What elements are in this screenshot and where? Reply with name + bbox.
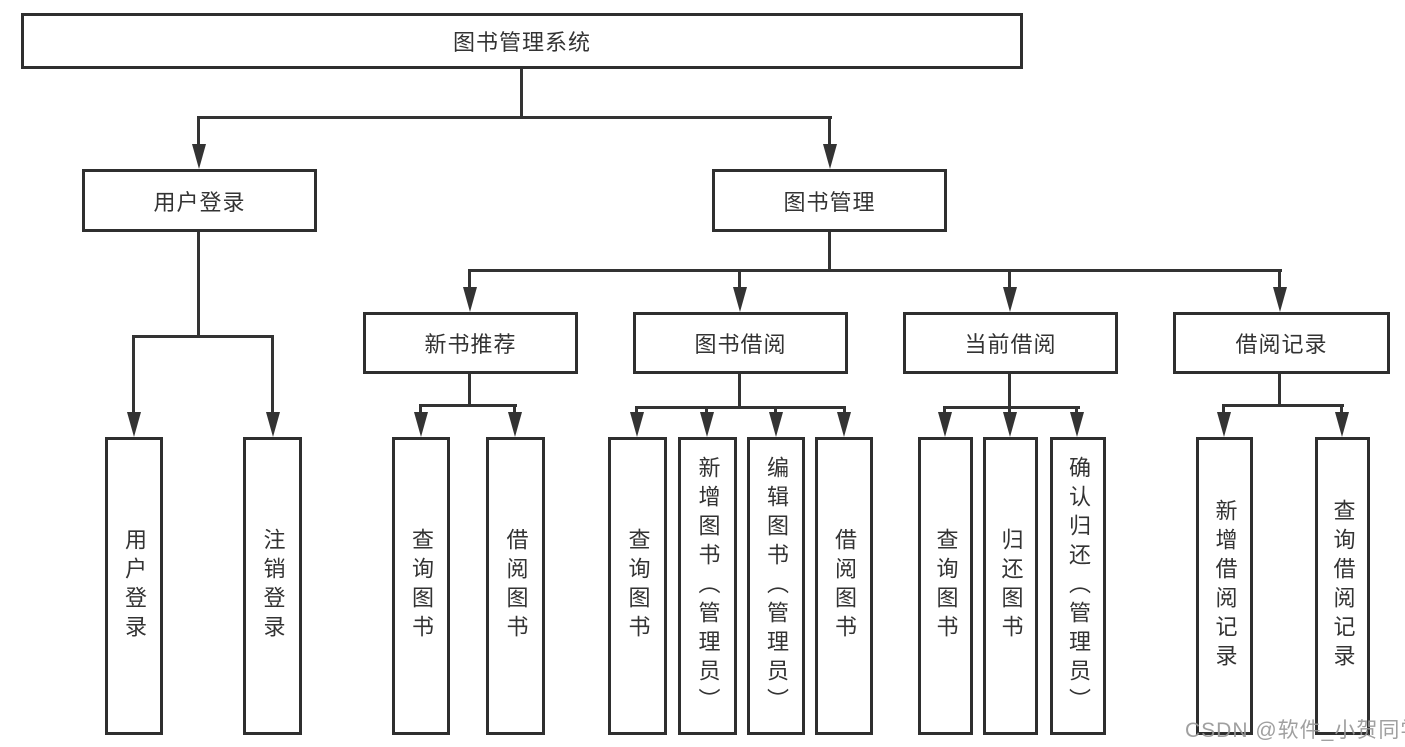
arrow-down-icon <box>733 287 747 312</box>
connector-line <box>197 116 200 147</box>
leaf-bb-borrow-books: 借阅图书 <box>815 437 873 735</box>
arrow-down-icon <box>266 412 280 437</box>
leaf-label: 查询图书 <box>933 528 959 644</box>
connector-line <box>1222 404 1344 407</box>
connector-line <box>468 269 471 289</box>
connector-line <box>828 232 831 272</box>
arrow-down-icon <box>463 287 477 312</box>
leaf-br-add-record: 新增借阅记录 <box>1196 437 1253 735</box>
connector-line <box>520 69 523 118</box>
leaf-label: 查询图书 <box>625 528 651 644</box>
connector-line <box>197 116 832 119</box>
connector-line <box>1075 406 1078 414</box>
leaf-label: 新增借阅记录 <box>1212 499 1238 673</box>
connector-line <box>1008 269 1011 289</box>
arrow-down-icon <box>837 412 851 437</box>
leaf-cb-return-books: 归还图书 <box>983 437 1038 735</box>
leaf-label: 用户登录 <box>122 528 147 644</box>
node-book-management: 图书管理 <box>712 169 947 232</box>
node-current-borrowing: 当前借阅 <box>903 312 1118 374</box>
arrow-down-icon <box>1335 412 1349 437</box>
arrow-down-icon <box>127 412 141 437</box>
leaf-nbr-query-books: 查询图书 <box>392 437 450 735</box>
arrow-down-icon <box>769 412 783 437</box>
leaf-logout: 注销登录 <box>243 437 302 735</box>
arrow-down-icon <box>1273 287 1287 312</box>
connector-line <box>828 116 831 147</box>
connector-line <box>943 406 1080 409</box>
connector-line <box>705 406 708 414</box>
connector-line <box>774 406 777 414</box>
leaf-user-login: 用户登录 <box>105 437 163 735</box>
connector-line <box>468 374 471 406</box>
connector-line <box>513 404 516 414</box>
leaf-label: 编辑图书（管理员） <box>764 455 789 717</box>
arrow-down-icon <box>1003 412 1017 437</box>
arrow-down-icon <box>1003 287 1017 312</box>
connector-line <box>419 404 422 414</box>
connector-line <box>1340 404 1343 414</box>
leaf-label: 归还图书 <box>998 528 1024 644</box>
connector-line <box>1008 406 1011 414</box>
leaf-bb-query-books: 查询图书 <box>608 437 667 735</box>
leaf-nbr-borrow-books: 借阅图书 <box>486 437 545 735</box>
arrow-down-icon <box>1217 412 1231 437</box>
arrow-down-icon <box>1070 412 1084 437</box>
arrow-down-icon <box>630 412 644 437</box>
leaf-label: 查询借阅记录 <box>1330 499 1356 673</box>
connector-line <box>197 232 200 338</box>
leaf-label: 新增图书（管理员） <box>695 455 721 717</box>
leaf-label: 借阅图书 <box>503 528 529 644</box>
connector-line <box>132 335 274 338</box>
arrow-down-icon <box>938 412 952 437</box>
leaf-label: 查询图书 <box>409 528 434 644</box>
watermark: CSDN @软件_小贺同学 <box>1185 719 1405 742</box>
leaf-label: 确认归还（管理员） <box>1066 455 1091 717</box>
connector-line <box>635 406 846 409</box>
connector-line <box>271 335 274 415</box>
arrow-down-icon <box>508 412 522 437</box>
leaf-label: 注销登录 <box>260 528 286 644</box>
connector-line <box>132 335 135 415</box>
node-user-login: 用户登录 <box>82 169 317 232</box>
node-library-management-system: 图书管理系统 <box>21 13 1023 69</box>
leaf-br-query-record: 查询借阅记录 <box>1315 437 1370 735</box>
connector-line <box>1278 269 1281 289</box>
connector-line <box>468 269 1282 272</box>
connector-line <box>738 374 741 408</box>
connector-line <box>843 406 846 414</box>
arrow-down-icon <box>414 412 428 437</box>
arrow-down-icon <box>192 144 206 169</box>
connector-line <box>738 269 741 289</box>
connector-line <box>419 404 517 407</box>
connector-line <box>1278 374 1281 406</box>
node-new-book-recommend: 新书推荐 <box>363 312 578 374</box>
leaf-label: 借阅图书 <box>832 528 857 644</box>
connector-line <box>635 406 638 414</box>
connector-line <box>1008 374 1011 408</box>
leaf-cb-confirm-return-admin: 确认归还（管理员） <box>1050 437 1106 735</box>
node-borrowing-records: 借阅记录 <box>1173 312 1390 374</box>
node-book-borrowing: 图书借阅 <box>633 312 848 374</box>
connector-line <box>1222 404 1225 414</box>
connector-line <box>943 406 946 414</box>
arrow-down-icon <box>823 144 837 169</box>
leaf-cb-query-books: 查询图书 <box>918 437 973 735</box>
leaf-bb-add-books-admin: 新增图书（管理员） <box>678 437 737 735</box>
arrow-down-icon <box>700 412 714 437</box>
leaf-bb-edit-books-admin: 编辑图书（管理员） <box>747 437 805 735</box>
